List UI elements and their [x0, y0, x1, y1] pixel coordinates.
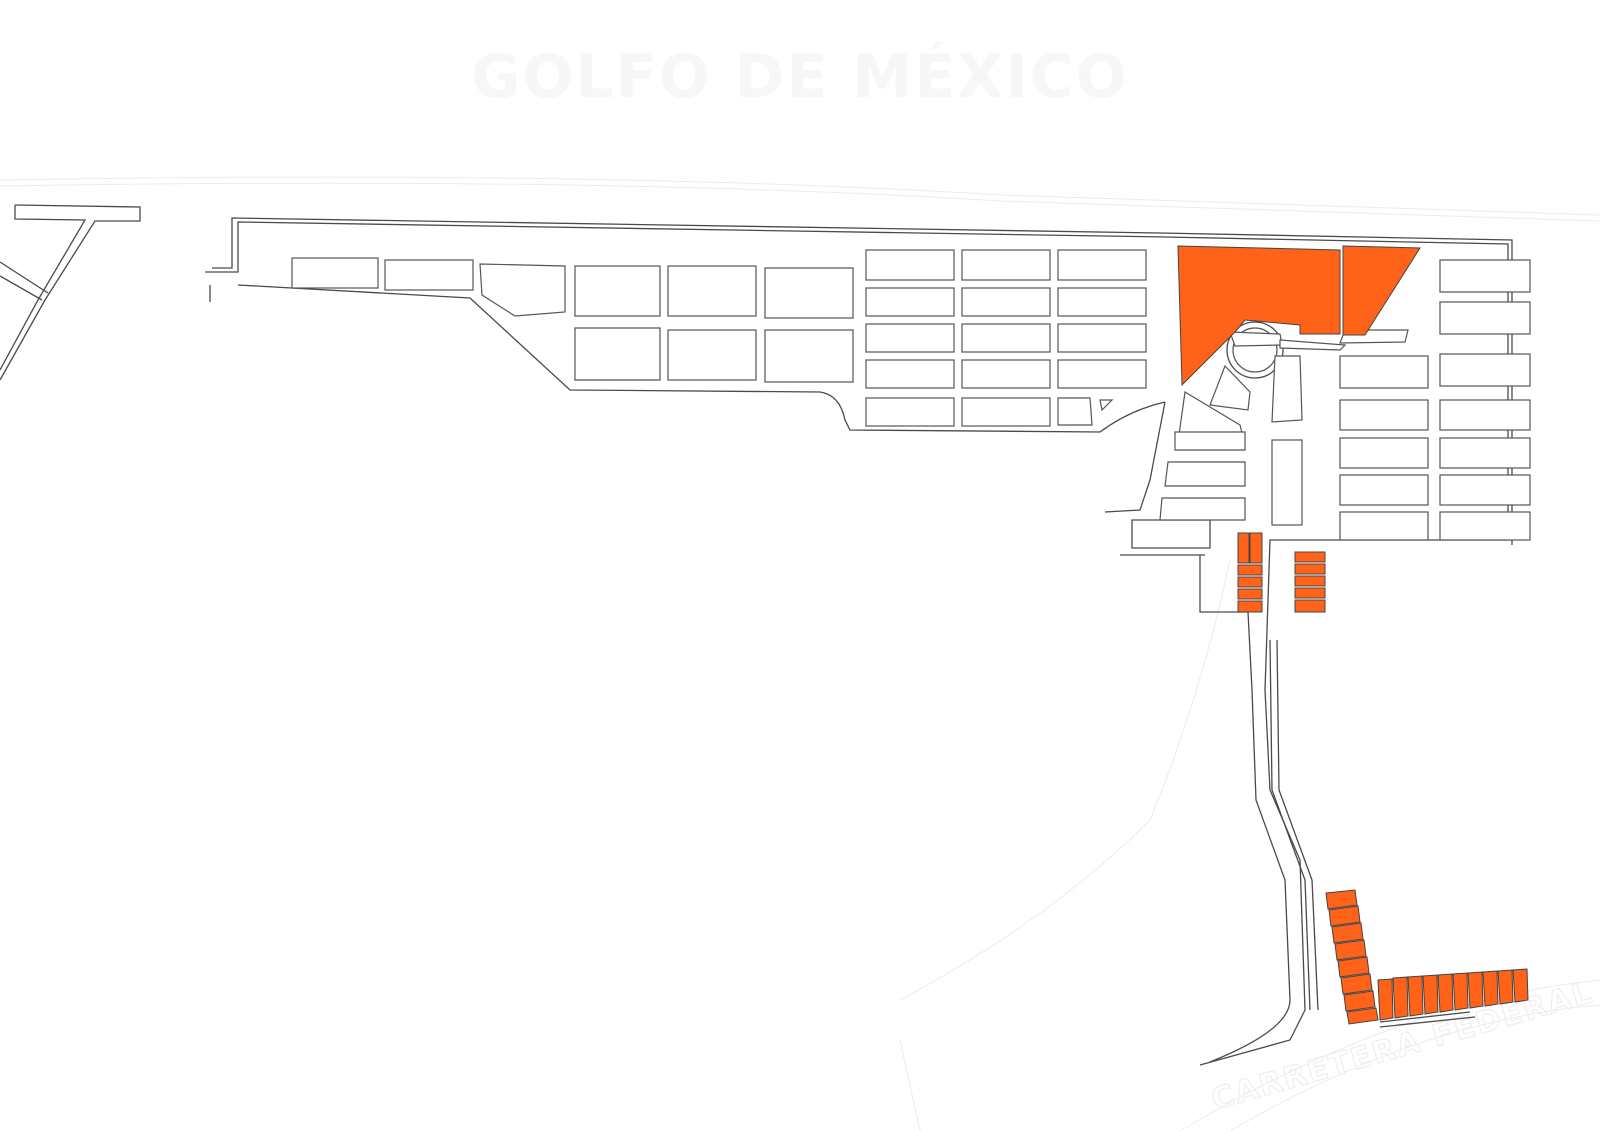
coastline-lines — [0, 176, 1600, 1131]
lots-south-column — [1325, 889, 1379, 1025]
lots-junction-west — [1237, 532, 1263, 613]
lots-south-row — [1377, 968, 1529, 1021]
south-access-road — [1269, 639, 1476, 1028]
lot-northwest-large — [1177, 245, 1341, 387]
map-title: GOLFO DE MÉXICO — [471, 40, 1128, 112]
roundabout-area — [1159, 321, 1409, 526]
lots-junction-east — [1294, 551, 1326, 613]
east-grid-blocks — [1339, 259, 1531, 541]
northwest-blocks — [291, 257, 854, 383]
central-grid-blocks — [865, 249, 1147, 427]
available-lots — [1177, 245, 1529, 1025]
lot-northeast-large — [1342, 245, 1421, 336]
left-access-road — [0, 204, 141, 381]
site-boundary — [205, 217, 1513, 1066]
